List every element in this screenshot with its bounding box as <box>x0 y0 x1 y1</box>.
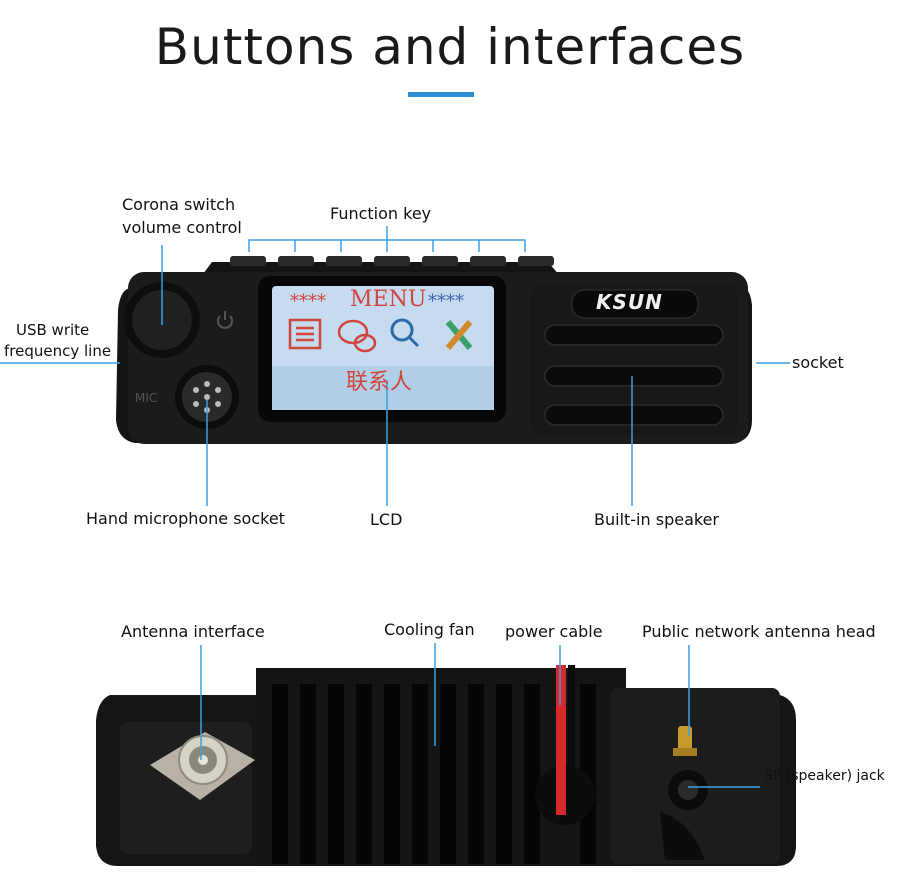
label-frequency-line: frequency line <box>4 342 112 360</box>
page-title: Buttons and interfaces <box>154 18 746 76</box>
lcd-stars-right: **** <box>428 291 464 312</box>
label-corona-switch: Corona switch <box>122 195 236 214</box>
radio-rear-panel <box>96 665 796 866</box>
label-usb-write: USB write <box>16 321 90 339</box>
mic-label: MIC <box>135 391 158 405</box>
speaker-grille <box>544 324 724 426</box>
contacts-icon <box>288 318 322 350</box>
messages-icon <box>337 319 377 353</box>
function-keys <box>230 256 554 266</box>
label-power-cable: power cable <box>505 622 603 641</box>
power-cable-red <box>556 665 566 815</box>
brand-badge <box>571 289 699 319</box>
label-public-antenna-head: Public network antenna head <box>642 622 876 641</box>
search-icon <box>390 318 420 348</box>
label-antenna-interface: Antenna interface <box>121 622 265 641</box>
label-function-key: Function key <box>330 204 432 223</box>
settings-icon <box>445 320 473 350</box>
front-callout-lines <box>0 226 790 506</box>
lcd-stars-left: **** <box>290 291 326 312</box>
lcd-menu-text: MENU <box>350 287 427 312</box>
label-socket: socket <box>792 353 844 372</box>
label-cooling-fan: Cooling fan <box>384 620 475 639</box>
power-icon <box>217 311 233 329</box>
title-underline <box>408 92 474 97</box>
lcd-bottom-text: 联系人 <box>346 370 413 395</box>
label-volume-control: volume control <box>122 218 242 237</box>
label-builtin-speaker: Built-in speaker <box>594 510 719 529</box>
label-sp-jack: SP (speaker) jack <box>764 768 885 784</box>
label-lcd: LCD <box>370 510 403 529</box>
rear-callout-lines <box>200 643 760 788</box>
label-hand-mic-socket: Hand microphone socket <box>86 509 285 528</box>
speaker-panel <box>530 285 738 435</box>
brand-logo: KSUN <box>596 290 663 314</box>
